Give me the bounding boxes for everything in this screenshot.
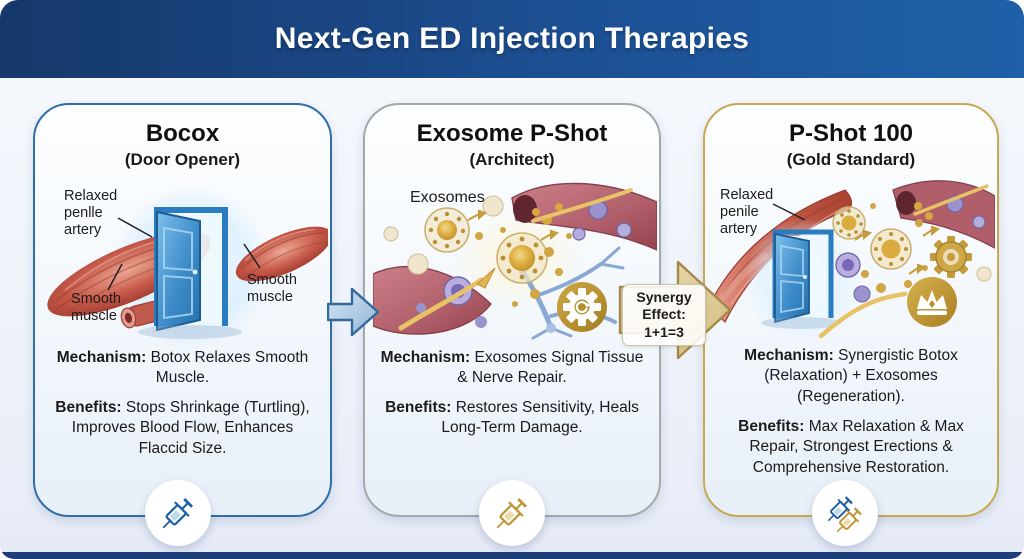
panel-pshot100-title: P-Shot 100 xyxy=(788,120,914,147)
vesicle-spheres xyxy=(383,195,504,275)
label-smooth-muscle-right: Smooth muscle xyxy=(247,272,297,305)
door-shadow xyxy=(761,317,841,329)
artery-pointer-line xyxy=(117,217,153,238)
header-banner: Next-Gen ED Injection Therapies xyxy=(0,0,1024,78)
benefits-label: Benefits: xyxy=(55,399,122,416)
signal-particles xyxy=(475,227,572,307)
nerve-fiber-gold xyxy=(398,267,496,331)
exosome-syringe-badge xyxy=(479,480,545,546)
page-title: Next-Gen ED Injection Therapies xyxy=(274,22,750,55)
nerve-fiber-gold xyxy=(818,291,908,339)
exosome-vesicle-2 xyxy=(870,228,912,270)
panel-bocox-benefits: Benefits: Stops Shrinkage (Turtling), Im… xyxy=(35,398,330,459)
panel-exosome-benefits: Benefits: Restores Sensitivity, Heals Lo… xyxy=(365,398,659,439)
benefits-label: Benefits: xyxy=(385,399,452,416)
mechanism-text: Exosomes Signal Tissue & Nerve Repair. xyxy=(457,349,644,387)
label-smooth-muscle-left: Smooth muscle xyxy=(71,291,121,324)
right-arrow xyxy=(327,287,380,337)
exosome-vesicle-2 xyxy=(496,232,548,284)
panel-pshot100-subtitle: (Gold Standard) xyxy=(786,150,916,169)
syringe-icon xyxy=(496,498,527,529)
mechanism-label: Mechanism: xyxy=(56,349,147,366)
door-handle xyxy=(192,269,198,275)
benefits-text: Restores Sensitivity, Heals Long-Term Da… xyxy=(441,399,639,437)
syringe-icon xyxy=(162,498,193,529)
signal-darts xyxy=(467,209,560,241)
panel-bocox-mechanism: Mechanism: Botox Relaxes Smooth Muscle. xyxy=(35,348,330,389)
blood-vessel-top xyxy=(511,182,657,251)
bocox-door-illustration xyxy=(47,184,328,350)
panel-pshot100-benefits: Benefits: Max Relaxation & Max Repair, S… xyxy=(705,417,997,478)
benefits-text: Stops Shrinkage (Turtling), Improves Blo… xyxy=(71,399,310,457)
pshot100-combined-illustration xyxy=(703,180,995,342)
panel-bocox-title: Bocox xyxy=(145,120,220,147)
benefits-label: Benefits: xyxy=(738,418,805,435)
gear-icon xyxy=(930,236,972,278)
bocox-syringe-badge xyxy=(145,480,211,546)
exosome-cell-illustration xyxy=(373,182,657,340)
door-handle xyxy=(803,275,807,279)
panel-exosome-title: Exosome P-Shot xyxy=(416,120,608,147)
label-relaxed-penile-artery-1: Relaxed penlle artery xyxy=(64,188,118,238)
blood-vessel-bottom xyxy=(373,265,492,335)
muscle-left-pointer-line xyxy=(107,263,123,291)
panel-exosome-mechanism: Mechanism: Exosomes Signal Tissue & Nerv… xyxy=(365,348,659,389)
synergy-effect-label: Synergy Effect: 1+1=3 xyxy=(622,284,706,346)
double-syringe-icon xyxy=(827,496,862,533)
label-relaxed-penile-artery-3: Relaxed penile artery xyxy=(720,187,774,237)
mechanism-text: Botox Relaxes Smooth Muscle. xyxy=(146,349,309,387)
exosome-vesicle-1 xyxy=(424,207,470,253)
panel-exosome-subtitle: (Architect) xyxy=(469,150,555,169)
panel-pshot100-mechanism: Mechanism: Synergistic Botox (Relaxation… xyxy=(705,346,997,407)
panel-bocox-subtitle: (Door Opener) xyxy=(124,150,241,169)
door-shadow xyxy=(138,325,242,339)
artery-pointer-line xyxy=(772,203,806,221)
door-slab xyxy=(774,232,810,324)
signal-particles xyxy=(861,203,928,293)
muscle-right-pointer-line xyxy=(243,243,261,269)
benefits-text: Max Relaxation & Max Repair, Strongest E… xyxy=(749,418,964,476)
tissue-cells xyxy=(835,252,871,303)
bottom-accent-strip xyxy=(0,552,1024,559)
pshot100-double-syringe-badge xyxy=(812,480,878,546)
label-exosomes: Exosomes xyxy=(410,189,485,206)
mechanism-label: Mechanism: xyxy=(744,347,834,364)
crown-icon xyxy=(907,277,957,327)
signal-darts xyxy=(854,225,941,275)
gear-icon xyxy=(557,282,607,332)
exosome-vesicle-1 xyxy=(832,206,866,240)
mechanism-label: Mechanism: xyxy=(380,349,471,366)
mechanism-text: Synergistic Botox (Relaxation) + Exosome… xyxy=(764,347,958,405)
door-slab xyxy=(156,210,201,332)
